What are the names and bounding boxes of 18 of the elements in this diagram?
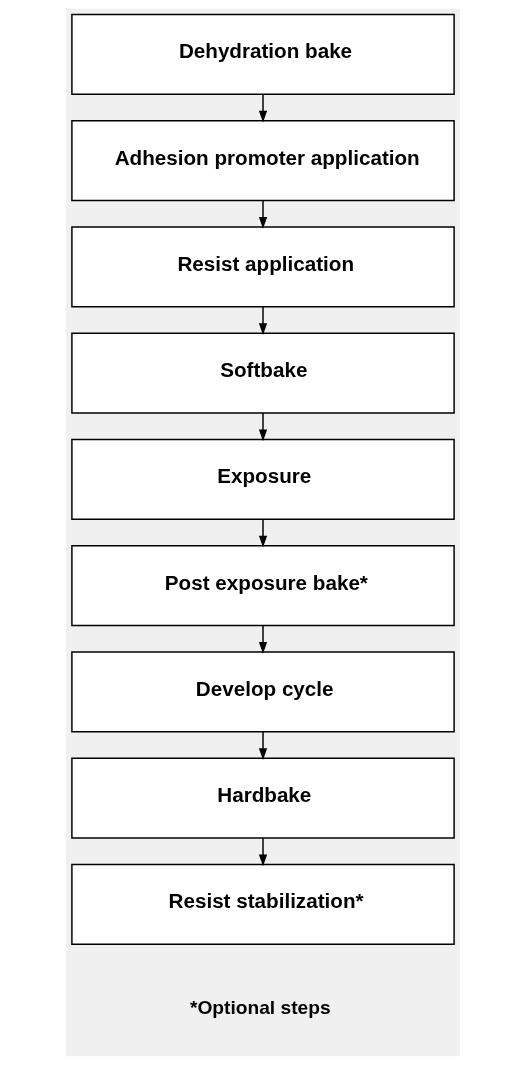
node-box: Adhesion promoter application (70, 120, 455, 202)
label: *Optional steps (189, 997, 331, 1019)
arrow (258, 624, 267, 654)
node-box: Resist application (70, 226, 455, 308)
node-box: Exposure (70, 438, 455, 520)
node-box: Softbake (70, 332, 455, 414)
node-box: Develop cycle (70, 651, 455, 733)
node-box: Post exposure bake* (70, 545, 455, 627)
arrow (258, 412, 267, 442)
node-box: Dehydration bake (70, 13, 455, 95)
node-box: Resist stabilization* (70, 863, 455, 945)
arrow (258, 306, 267, 336)
arrow (258, 518, 267, 548)
node-box: Hardbake (70, 757, 455, 839)
arrow (258, 93, 267, 123)
arrow (258, 731, 267, 761)
arrow (258, 199, 267, 229)
arrow (258, 837, 267, 867)
